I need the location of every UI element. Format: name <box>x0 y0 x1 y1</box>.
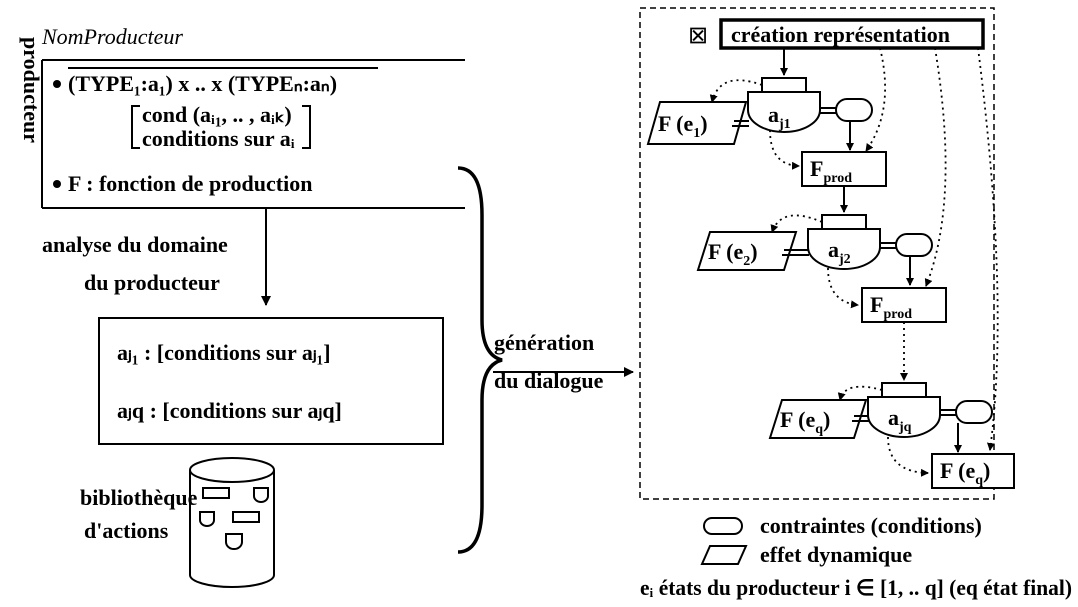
legend-effect-label: effet dynamique <box>760 542 912 567</box>
legend-states-label: eᵢ états du producteur i ∈ [1, .. q] (eq… <box>640 575 1072 600</box>
final-box <box>931 453 1015 489</box>
constraint-2 <box>895 233 933 257</box>
fprod-2-box <box>861 287 947 323</box>
creation-label: création représentation <box>731 22 950 47</box>
node-2-to-fprod <box>827 267 859 309</box>
node-1-to-fprod <box>769 129 800 170</box>
envelope-icon: ⊠ <box>688 23 708 49</box>
creation-to-fprod-2 <box>924 47 947 287</box>
effect-2-shape <box>696 231 798 271</box>
fprod-1-box <box>801 151 887 187</box>
producer-side-label: producteur <box>19 37 44 143</box>
constraint-1 <box>835 98 873 122</box>
producer-types: (TYPE₁:a₁) x .. x (TYPEₙ:aₙ) <box>68 71 337 96</box>
conditions-row-2: aⱼq : [conditions sur aⱼq] <box>117 398 342 423</box>
constraint-q <box>955 400 993 424</box>
node-1-header <box>761 77 807 93</box>
creation-to-final <box>977 47 999 451</box>
cond-bracket-left <box>131 105 140 149</box>
conditions-box <box>98 317 444 445</box>
cond-line: cond (aᵢ₁, .. , aᵢₖ) <box>142 102 292 127</box>
creation-to-fprod-1 <box>865 47 886 152</box>
effect-1-loop <box>709 79 763 103</box>
generation-label-1: génération <box>494 330 594 355</box>
library-cylinder-icon <box>189 457 275 588</box>
dialogue-frame <box>639 7 995 500</box>
library-label-2: d'actions <box>84 518 169 543</box>
node-q <box>867 396 941 438</box>
creation-box <box>719 18 985 50</box>
bullet-dot <box>53 80 61 88</box>
conditions-row-1: aⱼ₁ : [conditions sur aⱼ₁] <box>117 340 331 365</box>
effect-2-loop <box>770 214 823 233</box>
cond-bracket-right <box>302 105 311 149</box>
analysis-label-2: du producteur <box>84 270 220 295</box>
bullet-dot <box>53 180 61 188</box>
cond-sur-line: conditions sur aᵢ <box>142 126 295 151</box>
generation-label-2: du dialogue <box>494 368 604 393</box>
legend-constraint-icon <box>703 517 743 535</box>
node-q-header <box>881 382 927 398</box>
production-function-label: F : fonction de production <box>68 171 312 196</box>
big-brace <box>457 166 503 554</box>
node-1 <box>747 91 821 133</box>
legend-effect-icon <box>700 545 748 565</box>
library-label-1: bibliothèque <box>80 485 198 510</box>
node-q-to-final <box>887 436 929 477</box>
node-2-header <box>821 214 867 230</box>
producer-name: NomProducteur <box>41 24 183 49</box>
analysis-label-1: analyse du domaine <box>42 232 228 257</box>
legend-constraints-label: contraintes (conditions) <box>760 513 982 538</box>
node-2 <box>807 228 881 270</box>
